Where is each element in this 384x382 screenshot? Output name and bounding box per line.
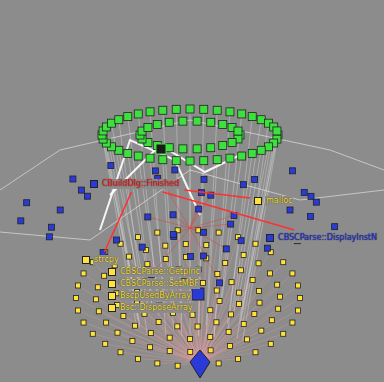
- node-cube: [108, 304, 116, 312]
- function-node: CBSCParse::DisplayInstN: [264, 232, 380, 244]
- function-name: CBuildDlg::Finished: [101, 179, 180, 189]
- function-node: strcpy: [80, 254, 122, 266]
- node-cube: [254, 197, 262, 205]
- function-name: Bsc::DisposeArray: [119, 303, 194, 313]
- function-node: CBuildDlg::Finished: [88, 178, 182, 190]
- node-cube: [108, 280, 116, 288]
- node-cube: [266, 234, 274, 242]
- function-node: CBSCParse::GetpInc: [106, 266, 203, 278]
- function-name: BscpUsedByArray: [119, 291, 192, 301]
- function-name: CBSCParse::DisplayInstN: [277, 233, 378, 243]
- node-cube: [108, 268, 116, 276]
- call-edge: [163, 192, 295, 230]
- function-name: malloc: [265, 196, 293, 206]
- function-node: Bsc::DisposeArray: [106, 302, 196, 314]
- call-edge: [184, 190, 250, 198]
- function-node: malloc: [252, 195, 295, 207]
- function-node: CBSCParse::SetMBF: [106, 278, 202, 290]
- node-cube: [90, 180, 98, 188]
- function-name: CBSCParse::SetMBF: [119, 279, 200, 289]
- function-name: CBSCParse::GetpInc: [119, 267, 201, 277]
- node-cube: [108, 292, 116, 300]
- call-edge: [104, 192, 131, 252]
- function-name: strcpy: [93, 255, 120, 265]
- node-cube: [82, 256, 90, 264]
- function-node: BscpUsedByArray: [106, 290, 194, 302]
